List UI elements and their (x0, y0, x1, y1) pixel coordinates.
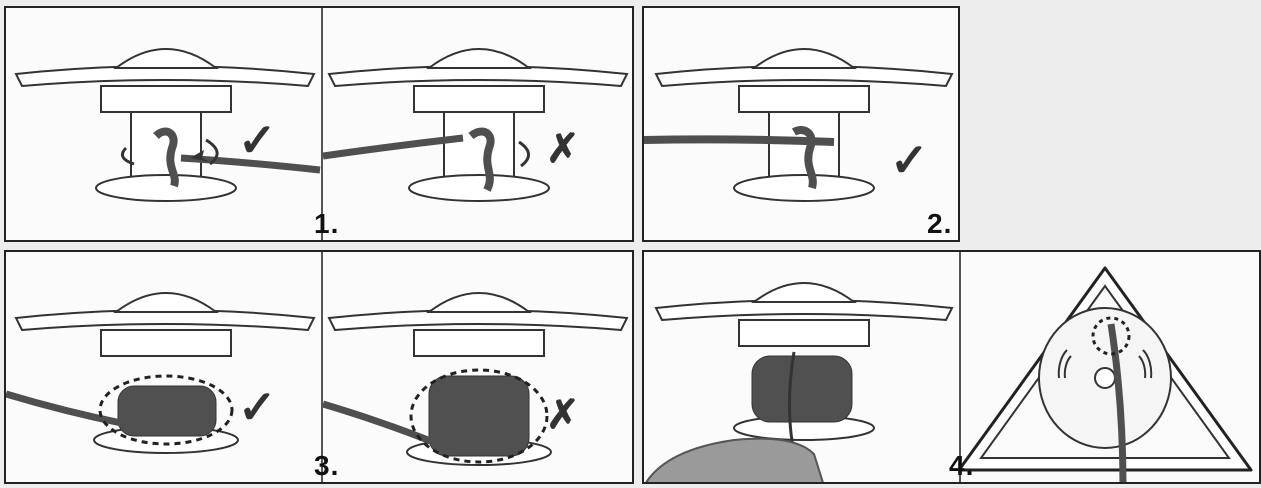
check-mark: ✓ (238, 380, 277, 434)
cross-mark: ✗ (546, 392, 580, 438)
step-4-label: 4. (949, 450, 974, 482)
step-1-panel: ✓ ✗ 1. (4, 6, 634, 242)
step-2-panel: ✓ 2. (642, 6, 960, 242)
step-3-panel: ✓ ✗ 3. (4, 250, 634, 484)
step-3-label: 3. (314, 450, 339, 482)
cross-mark: ✗ (546, 126, 580, 172)
bottom-view-illustration (961, 252, 1261, 484)
check-mark: ✓ (238, 113, 277, 167)
hand-shape (644, 439, 824, 484)
check-mark: ✓ (890, 133, 929, 187)
wrapped-cord-illustration (644, 8, 960, 242)
incorrect-knot-illustration (323, 8, 634, 242)
step-2-label: 2. (927, 208, 952, 240)
incorrect-wrap-illustration (323, 252, 634, 484)
secure-end-illustration (644, 252, 959, 484)
step-4-panel: 4. (642, 250, 1261, 484)
correct-wrap-illustration (6, 252, 321, 484)
step-1-label: 1. (314, 208, 339, 240)
